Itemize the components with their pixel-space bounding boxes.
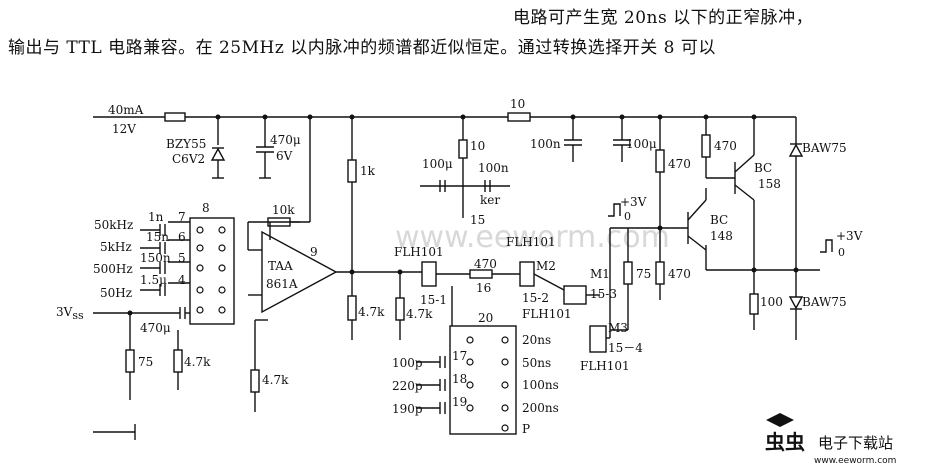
label-r-4-7k-c: 4.7k: [184, 355, 211, 369]
label-r-75-b: 75: [636, 267, 651, 281]
label-freq-500hz: 500Hz: [93, 262, 133, 276]
label-c-470u-b: 470μ: [140, 321, 171, 335]
label-switch-20: 20: [478, 311, 493, 325]
label-current: 40mA: [108, 103, 144, 117]
caption-line-1: 电路可产生宽 20ns 以下的正窄脉冲，: [513, 8, 814, 28]
label-r-10k: 10k: [272, 203, 295, 217]
label-c-15n: 15n: [146, 230, 169, 244]
label-m3: M3: [608, 321, 628, 335]
label-bc158-num: 158: [758, 177, 781, 191]
label-cap-470u: 470μ: [270, 133, 301, 147]
label-pulse-in-0: 0: [624, 210, 631, 223]
label-freq-50hz: 50Hz: [100, 286, 132, 300]
label-bc148-num: 148: [710, 229, 733, 243]
label-pin-15-3: 15-3: [590, 287, 617, 301]
label-pin-9: 9: [310, 245, 318, 259]
label-baw75-bottom: BAW75: [802, 295, 847, 309]
label-switch-8: 8: [202, 201, 210, 215]
label-c-100n-a: 100n: [478, 161, 509, 175]
label-t-p: P: [522, 422, 530, 436]
label-r-top: 10: [510, 97, 525, 111]
label-pin-4: 4: [178, 273, 186, 287]
watermark-text: www.eeworm.com: [395, 220, 670, 255]
label-r-4-7k-a: 4.7k: [358, 305, 385, 319]
label-t-100ns: 100ns: [522, 378, 559, 392]
label-r-470-a: 470: [668, 157, 691, 171]
label-c-100u-b: 100μ: [626, 137, 657, 151]
label-r-470-c: 470: [474, 257, 497, 271]
label-r-75-a: 75: [138, 355, 153, 369]
logo-glyph: 虫虫: [765, 430, 805, 454]
label-r-10: 10: [470, 139, 485, 153]
label-r-1k: 1k: [360, 164, 376, 178]
label-flh101-d: FLH101: [580, 359, 630, 373]
label-c-1-5u: 1.5μ: [140, 273, 167, 287]
label-pin-5: 5: [178, 251, 186, 265]
site-logo: 虫虫 电子下载站 www.eeworm.com: [765, 413, 896, 466]
label-m2: M2: [536, 259, 556, 273]
label-opamp-num: 861A: [266, 277, 298, 291]
mortarboard-icon: [766, 413, 794, 427]
label-pin-15-2: 15-2: [522, 291, 549, 305]
label-flh101-c: FLH101: [522, 307, 572, 321]
label-cap-6v: 6V: [276, 149, 293, 163]
label-t-200ns: 200ns: [522, 401, 559, 415]
label-freq-50khz: 50kHz: [94, 218, 133, 232]
label-opamp-name: TAA: [268, 259, 293, 273]
label-pin-7: 7: [178, 210, 186, 224]
label-c-100p: 100p: [392, 356, 423, 370]
label-vss-prefix: 3V: [56, 305, 73, 319]
label-pulse-in-v: +3V: [620, 195, 647, 209]
label-node-16: 16: [476, 281, 491, 295]
label-c-100n-b: 100n: [530, 137, 561, 151]
label-vss: 3Vss: [56, 305, 84, 322]
label-zener-voltage: C6V2: [172, 152, 205, 166]
label-r-4-7k-d: 4.7k: [262, 373, 289, 387]
label-bc158-name: BC: [754, 161, 772, 175]
label-flh101-b: FLH101: [506, 235, 556, 249]
label-pin-15-1: 15-1: [420, 293, 447, 307]
label-pin-17: 17: [452, 349, 467, 363]
label-r-100: 100: [760, 295, 783, 309]
label-ker: ker: [480, 193, 500, 207]
label-freq-5khz: 5kHz: [100, 240, 132, 254]
label-pin-15: 15: [470, 213, 485, 227]
label-c-190p: 190p: [392, 402, 423, 416]
label-pin-15-4: 15－4: [608, 341, 643, 355]
label-c-150n: 150n: [140, 251, 171, 265]
label-t-50ns: 50ns: [522, 356, 551, 370]
label-c-100u-a: 100μ: [422, 157, 453, 171]
label-c-1n: 1n: [148, 210, 164, 224]
label-vss-sub: ss: [72, 309, 84, 322]
label-pulse-out-0: 0: [838, 246, 845, 259]
label-pin-6: 6: [178, 230, 186, 244]
label-r-4-7k-b: 4.7k: [406, 307, 433, 321]
logo-text: 电子下载站: [818, 434, 893, 452]
label-pulse-out-v: +3V: [836, 229, 863, 243]
label-r-470-d: 470: [668, 267, 691, 281]
label-baw75-top: BAW75: [802, 141, 847, 155]
label-r-470-b: 470: [714, 139, 737, 153]
label-t-20ns: 20ns: [522, 333, 551, 347]
label-bc148-name: BC: [710, 213, 728, 227]
label-flh101-a: FLH101: [394, 245, 444, 259]
label-c-220p: 220p: [392, 379, 423, 393]
label-supply-12v: 12V: [112, 122, 136, 136]
caption-line-2: 输出与 TTL 电路兼容。在 25MHz 以内脉冲的频谱都近似恒定。通过转换选择…: [8, 38, 716, 58]
label-pin-19: 19: [452, 395, 467, 409]
logo-url: www.eeworm.com: [814, 456, 896, 466]
label-m1: M1: [590, 267, 610, 281]
label-pin-18: 18: [452, 372, 467, 386]
label-zener-part: BZY55: [166, 137, 206, 151]
